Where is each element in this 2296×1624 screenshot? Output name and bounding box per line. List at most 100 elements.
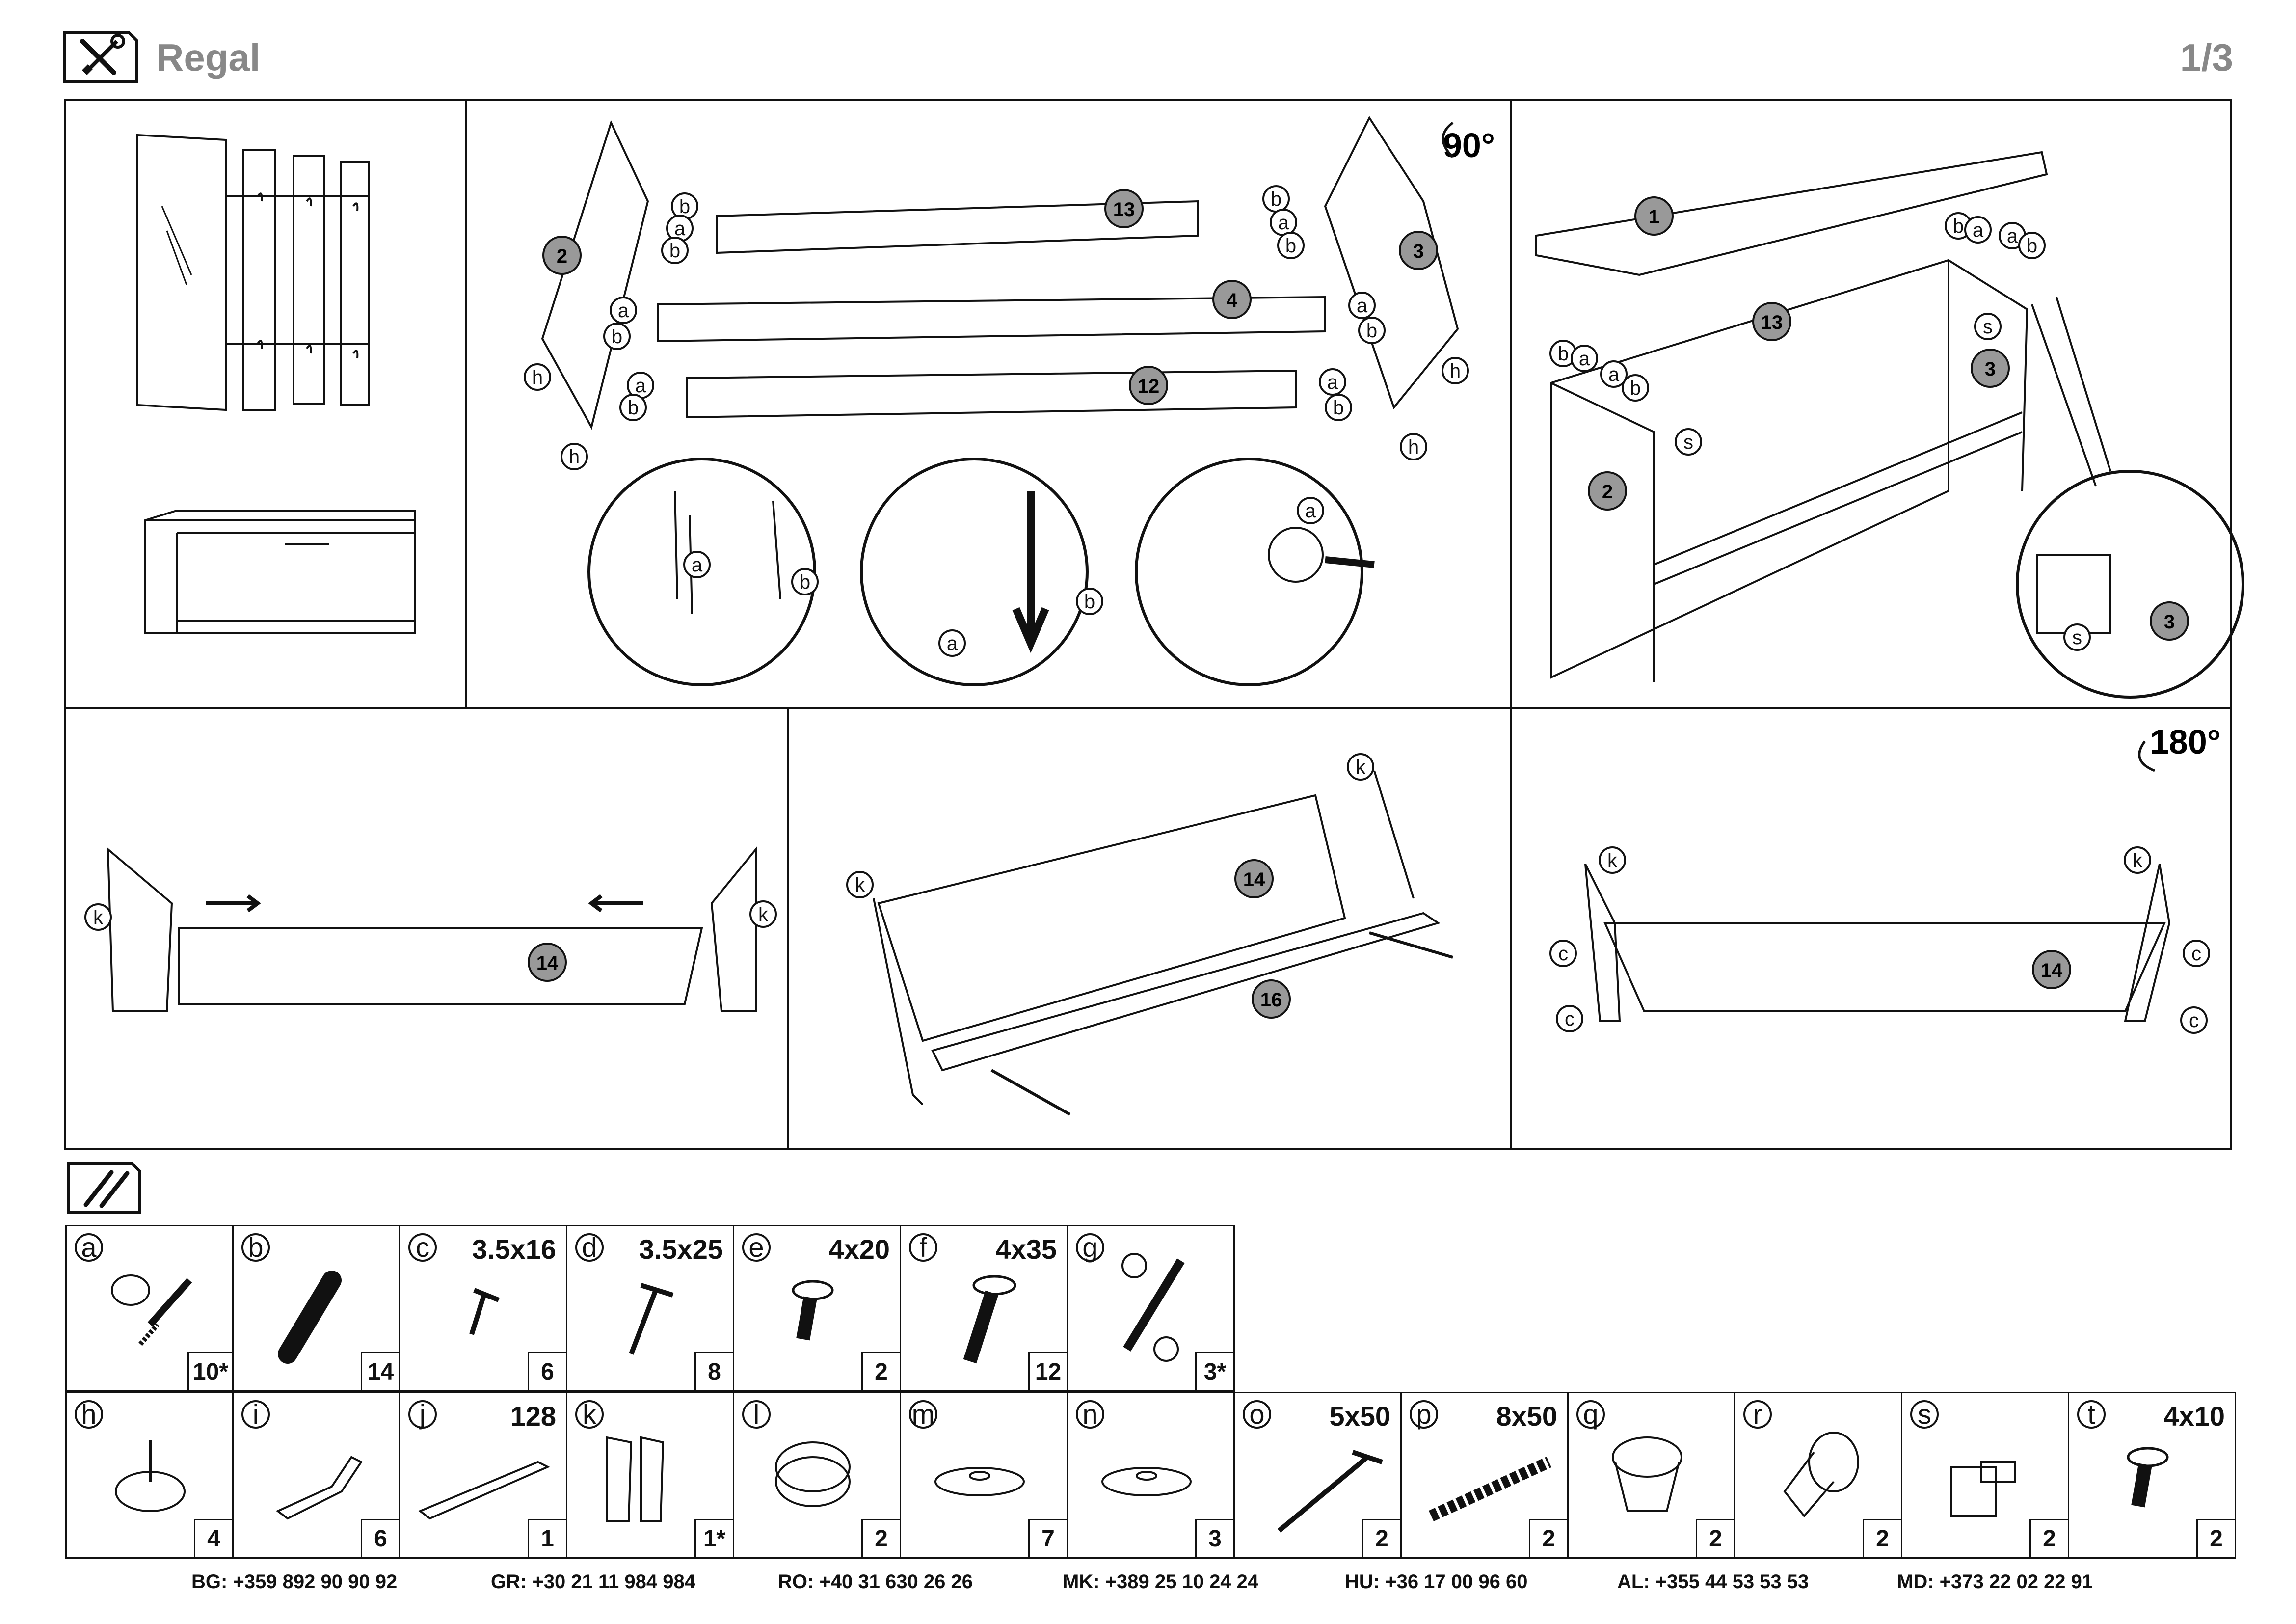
svg-text:b: b xyxy=(2027,235,2037,257)
handle-icon xyxy=(418,1461,550,1520)
part-quantity: 2 xyxy=(1696,1519,1734,1557)
cam-bolt-icon xyxy=(111,1274,192,1346)
connector-bolt-icon xyxy=(1121,1253,1185,1362)
svg-text:b: b xyxy=(612,326,622,348)
svg-text:a: a xyxy=(692,554,703,576)
contact-gr: GR: +30 21 11 984 984 xyxy=(491,1571,695,1593)
overview-wall-panel xyxy=(136,134,370,411)
wall-plug-icon xyxy=(1429,1457,1551,1521)
callout-b: b xyxy=(603,323,631,350)
callout-b: b xyxy=(1277,232,1305,259)
part-letter: o xyxy=(1243,1400,1271,1429)
callout-b: b xyxy=(2018,232,2046,259)
part-quantity: 4 xyxy=(194,1519,232,1557)
panel-badge-14: 14 xyxy=(528,943,567,982)
svg-text:h: h xyxy=(569,446,580,468)
callout-b: b xyxy=(1358,317,1386,344)
part-letter: l xyxy=(742,1400,771,1429)
svg-text:13: 13 xyxy=(1113,199,1135,220)
callout-a: a xyxy=(610,297,637,324)
screws-icon xyxy=(67,1162,141,1214)
part-letter: f xyxy=(909,1233,937,1262)
contact-md: MD: +373 22 02 22 91 xyxy=(1897,1571,2093,1593)
part-quantity: 10* xyxy=(187,1352,232,1390)
callout-a: a xyxy=(1319,368,1346,396)
callout-k: k xyxy=(2124,846,2151,874)
panel-badge-3b: 3 xyxy=(1971,349,2010,388)
panel-badge-12: 12 xyxy=(1129,366,1168,405)
callout-s: s xyxy=(1974,313,2002,340)
panel-badge-14b: 14 xyxy=(1234,859,1274,898)
disc-icon xyxy=(1101,1467,1192,1496)
svg-text:h: h xyxy=(1450,360,1461,382)
callout-b: b xyxy=(1262,185,1290,213)
part-quantity: 3* xyxy=(1195,1352,1233,1390)
panel-badge-3c: 3 xyxy=(2150,601,2189,641)
pin-block-icon xyxy=(1950,1461,2016,1517)
part-letter: r xyxy=(1743,1400,1772,1429)
part-letter: m xyxy=(909,1400,937,1429)
part-k: k 1* xyxy=(566,1392,734,1559)
svg-text:a: a xyxy=(1305,500,1316,522)
callout-h: h xyxy=(1400,433,1427,460)
part-letter: q xyxy=(1576,1400,1605,1429)
callout-k: k xyxy=(1347,753,1374,781)
part-letter: h xyxy=(75,1400,103,1429)
svg-text:b: b xyxy=(1630,378,1641,399)
svg-text:b: b xyxy=(800,571,810,593)
step-flap-fittings xyxy=(107,846,757,1012)
svg-text:3: 3 xyxy=(1413,241,1424,262)
part-quantity: 6 xyxy=(528,1352,566,1390)
part-letter: b xyxy=(241,1233,270,1262)
svg-text:2: 2 xyxy=(557,245,567,267)
svg-text:b: b xyxy=(1366,320,1377,342)
svg-text:a: a xyxy=(2007,225,2018,247)
svg-text:b: b xyxy=(628,397,639,419)
svg-text:13: 13 xyxy=(1761,312,1783,333)
svg-text:a: a xyxy=(674,218,686,240)
wood-screw-icon xyxy=(1277,1450,1383,1533)
svg-text:h: h xyxy=(1408,436,1419,458)
part-letter: g xyxy=(1076,1233,1104,1262)
part-size: 128 xyxy=(510,1401,556,1432)
callout-b: b xyxy=(1549,340,1577,367)
svg-text:16: 16 xyxy=(1260,989,1282,1011)
callout-a: a xyxy=(938,629,966,657)
part-quantity: 12 xyxy=(1028,1352,1067,1390)
svg-text:c: c xyxy=(2191,943,2201,965)
part-quantity: 2 xyxy=(2196,1519,2235,1557)
panel-badge-2: 2 xyxy=(542,236,582,275)
part-size: 4x35 xyxy=(995,1234,1057,1265)
contact-ro: RO: +40 31 630 26 26 xyxy=(778,1571,973,1593)
part-letter: d xyxy=(575,1233,604,1262)
svg-text:h: h xyxy=(532,367,543,388)
flap-fitting-icon xyxy=(606,1436,665,1522)
callout-a: a xyxy=(1571,345,1598,372)
panel-badge-4: 4 xyxy=(1212,280,1252,319)
svg-text:b: b xyxy=(1084,591,1095,613)
svg-text:3: 3 xyxy=(2164,611,2175,633)
part-letter: e xyxy=(742,1233,771,1262)
page-number: 1/3 xyxy=(2180,36,2233,79)
part-quantity: 1* xyxy=(694,1519,733,1557)
rotate-180-label: 180° xyxy=(2150,723,2221,761)
part-letter: n xyxy=(1076,1400,1104,1429)
svg-text:4: 4 xyxy=(1227,290,1238,311)
screw-long-icon xyxy=(629,1283,674,1355)
svg-text:b: b xyxy=(1285,235,1296,257)
part-a: a 10* xyxy=(65,1225,234,1392)
svg-text:s: s xyxy=(1983,316,1993,338)
svg-text:a: a xyxy=(1278,212,1289,234)
callout-c: c xyxy=(2180,1006,2208,1034)
grommet-icon xyxy=(775,1441,851,1507)
callout-b: b xyxy=(1622,374,1649,402)
part-letter: k xyxy=(575,1400,604,1429)
callout-b: b xyxy=(661,237,689,264)
svg-text:c: c xyxy=(1558,943,1568,965)
svg-text:2: 2 xyxy=(1602,481,1613,503)
part-letter: a xyxy=(75,1233,103,1262)
